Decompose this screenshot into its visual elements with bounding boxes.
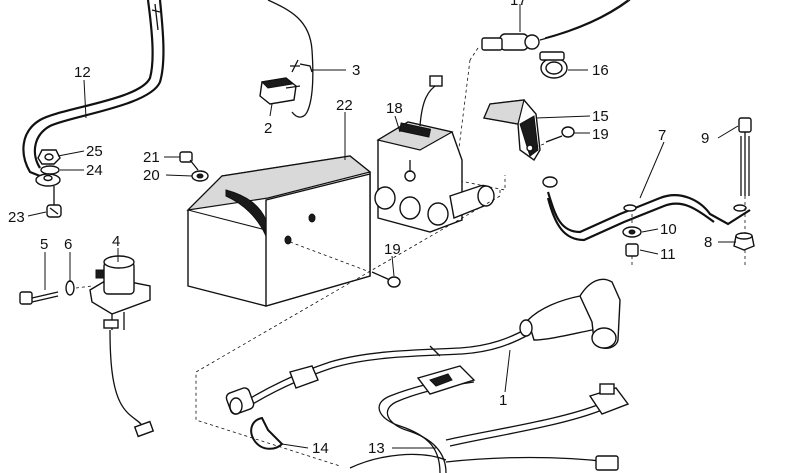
screw-part-19-top	[531, 126, 575, 149]
callout-3: 3	[352, 62, 360, 79]
screw-part-21	[179, 151, 209, 182]
leader-lines	[27, 4, 739, 449]
callout-19-top: 19	[592, 126, 609, 143]
callout-21: 21	[143, 149, 160, 166]
callout-11: 11	[660, 246, 676, 263]
callout-14: 14	[312, 440, 329, 457]
relay-part-4	[89, 255, 155, 438]
screw-part-19-bottom	[289, 241, 401, 288]
control-box-part-22	[186, 155, 372, 307]
callout-labels: 12 25 24 23 21 20 22 3 2 18 17 16 15 19 …	[8, 0, 712, 457]
callout-12: 12	[74, 64, 91, 81]
callout-23: 23	[8, 209, 25, 226]
clamp-part-16	[539, 51, 568, 79]
callout-15: 15	[592, 108, 609, 125]
screw-part-11	[625, 243, 639, 266]
cable-part-1	[225, 278, 621, 415]
nut-part	[37, 149, 61, 175]
screw-part-5	[19, 280, 93, 305]
callout-18: 18	[386, 100, 403, 117]
sensor-part-2-3	[259, 0, 314, 118]
callout-1: 1	[499, 392, 507, 409]
callout-9: 9	[701, 130, 709, 147]
washer-part-10	[622, 214, 642, 238]
callout-2: 2	[264, 120, 272, 137]
callout-16: 16	[592, 62, 609, 79]
callout-25: 25	[86, 143, 103, 160]
strap-part-7	[542, 176, 751, 242]
harness-part-13	[349, 365, 630, 473]
callout-17: 17	[510, 0, 527, 9]
bracket-part-15	[483, 99, 541, 162]
connector-housing-part-18	[374, 75, 495, 233]
screw-part-23	[46, 186, 62, 218]
ground-strap-part	[22, 0, 165, 187]
bolt-part-9	[738, 117, 752, 268]
callout-24: 24	[86, 162, 103, 179]
callout-20: 20	[143, 167, 160, 184]
nut-part-8	[733, 232, 755, 251]
clip-part-14	[250, 416, 284, 450]
callout-4: 4	[112, 233, 120, 250]
callout-6: 6	[64, 236, 72, 253]
sensor-part-17	[469, 0, 631, 61]
callout-13: 13	[368, 440, 385, 457]
callout-22: 22	[336, 97, 353, 114]
callout-10: 10	[660, 221, 677, 238]
callout-7: 7	[658, 127, 666, 144]
callout-5: 5	[40, 236, 48, 253]
callout-8: 8	[704, 234, 712, 251]
callout-19-bottom: 19	[384, 241, 401, 258]
